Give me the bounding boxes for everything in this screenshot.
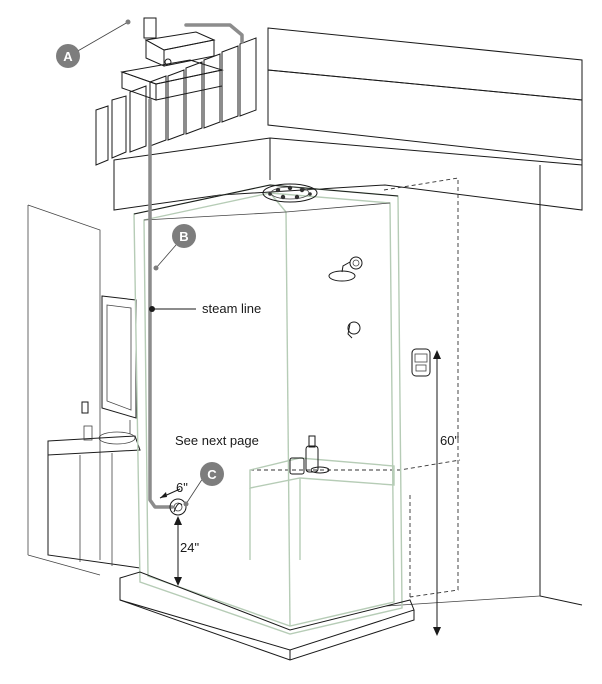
bottles	[289, 435, 330, 475]
steam-generator-icon	[120, 17, 224, 101]
callout-b-dot	[153, 265, 159, 271]
dimension-60: 60"	[433, 350, 459, 636]
ceiling-joists	[95, 37, 257, 166]
callout-c: C	[200, 462, 224, 486]
dimension-6: 6"	[159, 480, 188, 499]
callout-b-label: B	[179, 229, 188, 244]
dimension-24-label: 24"	[180, 540, 199, 555]
callout-c-dot	[183, 501, 189, 507]
callout-a-leader	[75, 21, 129, 53]
steam-line-label: steam line	[202, 301, 261, 316]
see-next-page-label: See next page	[175, 433, 259, 448]
shower-valve-icon	[347, 321, 361, 339]
callout-c-label: C	[207, 467, 217, 482]
control-panel-icon	[411, 348, 431, 377]
steam-outlet-icon	[169, 498, 187, 516]
bathroom-background	[27, 204, 141, 576]
steam-line-leader	[149, 306, 196, 312]
callout-a-dot	[125, 19, 131, 25]
callout-c-leader	[185, 477, 204, 505]
dimension-6-label: 6"	[176, 480, 188, 495]
callout-a-label: A	[63, 49, 73, 64]
shower-enclosure	[119, 184, 415, 661]
shower-head-icon	[328, 256, 363, 282]
dimension-60-label: 60"	[440, 433, 459, 448]
dashed-outlines	[249, 177, 461, 600]
mirror	[101, 295, 137, 419]
steam-line-pipe	[148, 23, 244, 509]
callout-b: B	[172, 224, 196, 248]
dimension-24: 24"	[174, 516, 199, 586]
light-switch	[81, 401, 89, 414]
right-wall	[385, 165, 583, 607]
vanity	[47, 420, 141, 569]
callout-a: A	[56, 44, 80, 68]
callout-b-leader	[155, 244, 177, 269]
ceiling-structure	[95, 27, 583, 211]
shower-base	[119, 571, 415, 661]
steam-head-icon	[262, 183, 318, 203]
